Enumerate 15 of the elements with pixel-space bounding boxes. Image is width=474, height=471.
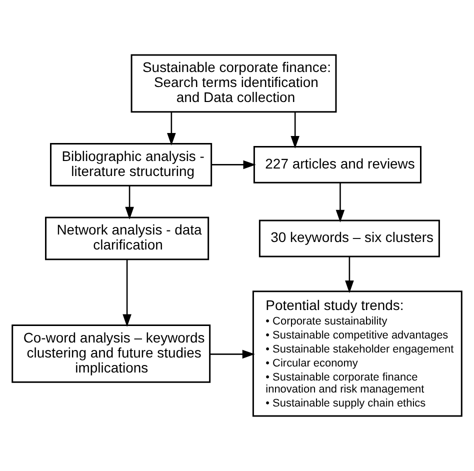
- node-box: Sustainable corporate finance: Search terms identification and Data collection: [130, 54, 337, 113]
- node-box: 227 articles and reviews: [253, 146, 422, 184]
- node-box: Potential study trends: • Corporate sustainability • Sustainable competitive advantages • Sustainable stakeholder engagement • Circular economy • Sustainable corporate finance innovation and risk management • Sustainable supply chain ethics: [252, 290, 462, 417]
- node-box: 30 keywords – six clusters: [258, 220, 440, 258]
- arrow: [211, 160, 256, 170]
- arrow: [125, 186, 134, 220]
- arrow: [345, 256, 354, 294]
- arrow: [210, 350, 255, 359]
- arrow: [290, 112, 300, 149]
- arrow: [167, 112, 176, 146]
- arrow: [122, 260, 132, 327]
- arrow: [336, 182, 345, 222]
- node-box: Bibliographic analysis - literature structuring: [50, 143, 212, 186]
- node-box: Co-word analysis – keywords clustering and future studies implications: [12, 324, 211, 383]
- node-box: Network analysis - data clarification: [45, 216, 210, 260]
